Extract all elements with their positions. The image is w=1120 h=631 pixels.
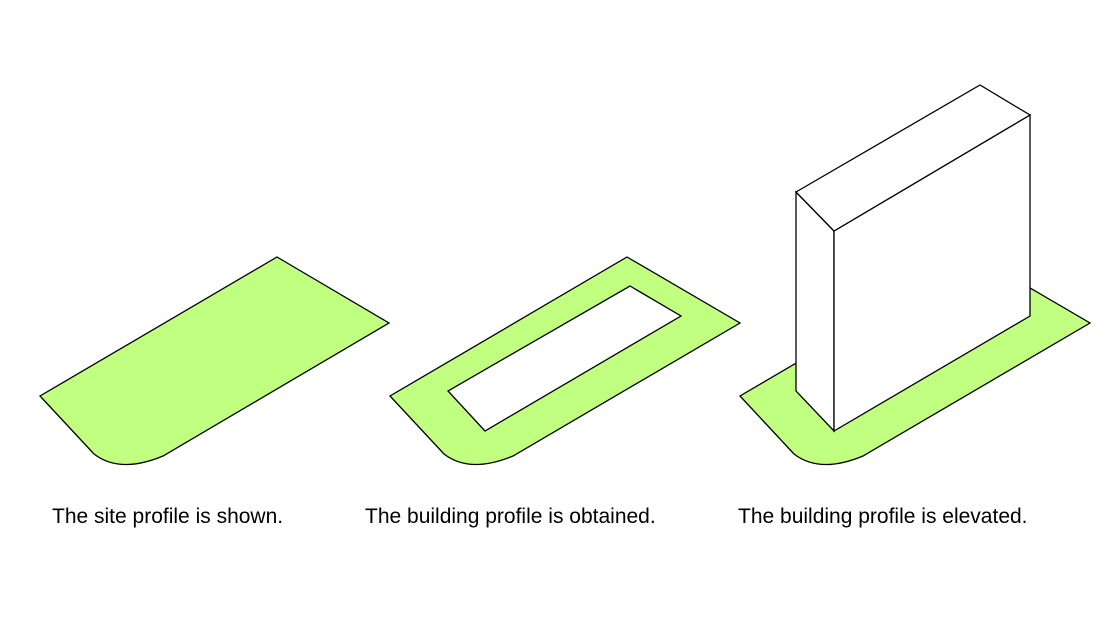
building-footprint <box>446 285 683 432</box>
step-3-caption: The building profile is elevated. <box>738 505 1028 528</box>
step-1-site-profile: The site profile is shown. <box>38 256 391 528</box>
step-3-building-elevated: The building profile is elevated. <box>738 84 1092 528</box>
step-2-caption: The building profile is obtained. <box>365 505 656 528</box>
site-parcel <box>38 256 391 466</box>
building-top-face <box>794 84 1032 232</box>
building-side-face <box>795 190 835 433</box>
step-2-building-profile: The building profile is obtained. <box>365 256 742 528</box>
step-1-caption: The site profile is shown. <box>52 505 283 528</box>
